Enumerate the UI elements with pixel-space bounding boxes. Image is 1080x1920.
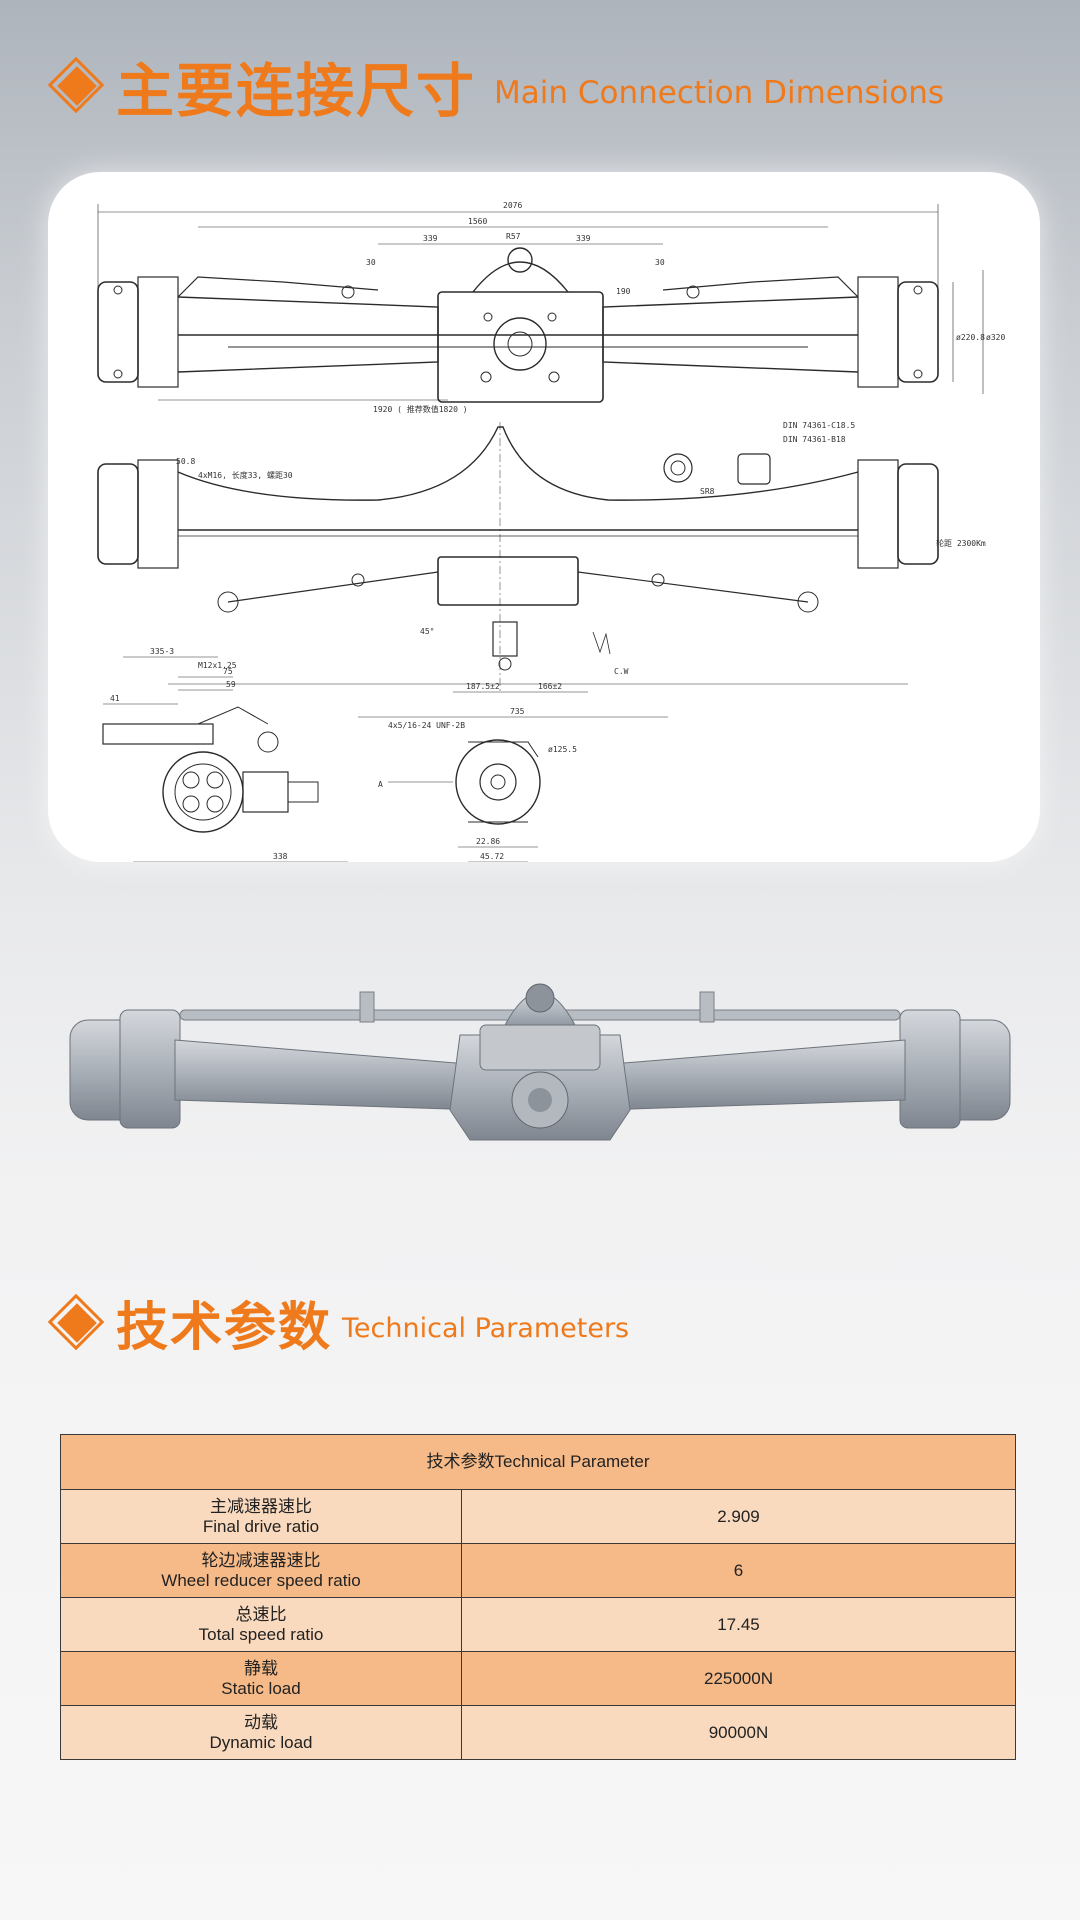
dim-label: 59 bbox=[226, 680, 236, 689]
diamond-icon bbox=[47, 56, 106, 115]
dim-label: 1560 bbox=[468, 217, 487, 226]
param-label-cn: 轮边减速器速比 bbox=[201, 1550, 321, 1570]
param-value: 225000N bbox=[461, 1651, 1016, 1706]
section-title-en: Main Connection Dimensions bbox=[494, 75, 945, 111]
drawing-top-view: 2076 1560 R57 339 339 30 30 190 1920 ( 推… bbox=[97, 201, 1005, 414]
dim-label: A bbox=[378, 780, 383, 789]
section-title-en: Technical Parameters bbox=[342, 1313, 630, 1344]
drawing-plan-view: 50.8 4xM16, 长度33, 螺距30 DIN 74361-C18.5 D… bbox=[97, 421, 986, 718]
dim-label: 339 bbox=[576, 234, 591, 243]
dim-label: 4xM16, 长度33, 螺距30 bbox=[198, 470, 293, 480]
dim-label: 45° bbox=[420, 627, 434, 636]
dim-label: 190 bbox=[616, 287, 631, 296]
section-heading-dimensions: 主要连接尺寸 Main Connection Dimensions bbox=[47, 44, 945, 128]
dim-label: 1920 ( 推荐数值1820 ) bbox=[373, 404, 468, 414]
table-header: 技术参数Technical Parameter bbox=[60, 1434, 1016, 1490]
param-label-en: Static load bbox=[221, 1678, 301, 1698]
axle-photo bbox=[69, 983, 1011, 1141]
param-value: 90000N bbox=[461, 1705, 1016, 1760]
table-row: 主减速器速比 Final drive ratio 2.909 bbox=[60, 1489, 1016, 1544]
dim-label: 735 bbox=[510, 707, 525, 716]
param-label: 主减速器速比 Final drive ratio bbox=[60, 1489, 462, 1544]
dim-label: 41 bbox=[110, 694, 120, 703]
dim-label: R57 bbox=[506, 232, 521, 241]
dim-label: ø320 bbox=[986, 333, 1005, 342]
dim-label: ø220.8 bbox=[956, 333, 985, 342]
section-title-cn: 技术参数 bbox=[116, 1298, 333, 1358]
param-label: 静载 Static load bbox=[60, 1651, 462, 1706]
dim-label: M12x1.25 bbox=[198, 661, 237, 670]
table-row: 动载 Dynamic load 90000N bbox=[60, 1705, 1016, 1760]
dim-label: 50.8 bbox=[176, 457, 195, 466]
dim-label: SR8 bbox=[700, 487, 715, 496]
param-label-en: Dynamic load bbox=[209, 1732, 313, 1752]
dim-label: 166±2 bbox=[538, 682, 562, 691]
section-title-cn: 主要连接尺寸 bbox=[116, 57, 477, 125]
param-label-cn: 静载 bbox=[244, 1658, 278, 1678]
table-row: 轮边减速器速比 Wheel reducer speed ratio 6 bbox=[60, 1543, 1016, 1598]
table-row: 静载 Static load 225000N bbox=[60, 1651, 1016, 1706]
dim-label: 339 bbox=[423, 234, 438, 243]
section-heading-parameters: 技术参数 Technical Parameters bbox=[47, 1285, 630, 1360]
table-row: 总速比 Total speed ratio 17.45 bbox=[60, 1597, 1016, 1652]
param-label: 动载 Dynamic load bbox=[60, 1705, 462, 1760]
dim-label: 75 bbox=[223, 667, 233, 676]
param-label-cn: 总速比 bbox=[235, 1604, 287, 1624]
dim-label: DIN 74361-B18 bbox=[783, 435, 846, 444]
param-label-cn: 动载 bbox=[244, 1712, 278, 1732]
parameter-table: 技术参数Technical Parameter 主减速器速比 Final dri… bbox=[60, 1434, 1016, 1760]
param-label: 总速比 Total speed ratio bbox=[60, 1597, 462, 1652]
param-value: 2.909 bbox=[461, 1489, 1016, 1544]
diamond-icon bbox=[47, 1293, 106, 1352]
param-label-cn: 主减速器速比 bbox=[210, 1496, 312, 1516]
param-label-en: Total speed ratio bbox=[198, 1624, 324, 1644]
param-label-en: Final drive ratio bbox=[202, 1516, 320, 1536]
param-value: 6 bbox=[461, 1543, 1016, 1598]
technical-drawing: 2076 1560 R57 339 339 30 30 190 1920 ( 推… bbox=[48, 172, 1040, 862]
dim-label: DIN 74361-C18.5 bbox=[783, 421, 855, 430]
dim-label: 2076 bbox=[503, 201, 522, 210]
table-header-row: 技术参数Technical Parameter bbox=[60, 1434, 1016, 1490]
param-value: 17.45 bbox=[461, 1597, 1016, 1652]
dim-label: ø125.5 bbox=[548, 745, 577, 754]
dim-label: 335-3 bbox=[150, 647, 174, 656]
dim-label: 187.5±2 bbox=[466, 682, 500, 691]
drawing-detail-views: 335-3 M12x1.25 75 59 41 338 4x5/16-24 UN… bbox=[102, 647, 577, 862]
dim-label: 338 bbox=[273, 852, 288, 861]
dim-label: 轮距 2300Km bbox=[936, 538, 986, 548]
param-label: 轮边减速器速比 Wheel reducer speed ratio bbox=[60, 1543, 462, 1598]
dim-label: 30 bbox=[655, 258, 665, 267]
param-label-en: Wheel reducer speed ratio bbox=[161, 1570, 361, 1590]
dim-label: 4x5/16-24 UNF-2B bbox=[388, 721, 465, 730]
dim-label: 22.86 bbox=[476, 837, 500, 846]
dim-label: 30 bbox=[366, 258, 376, 267]
dim-label: 45.72 bbox=[480, 852, 504, 861]
dim-label: C.W bbox=[614, 667, 629, 676]
